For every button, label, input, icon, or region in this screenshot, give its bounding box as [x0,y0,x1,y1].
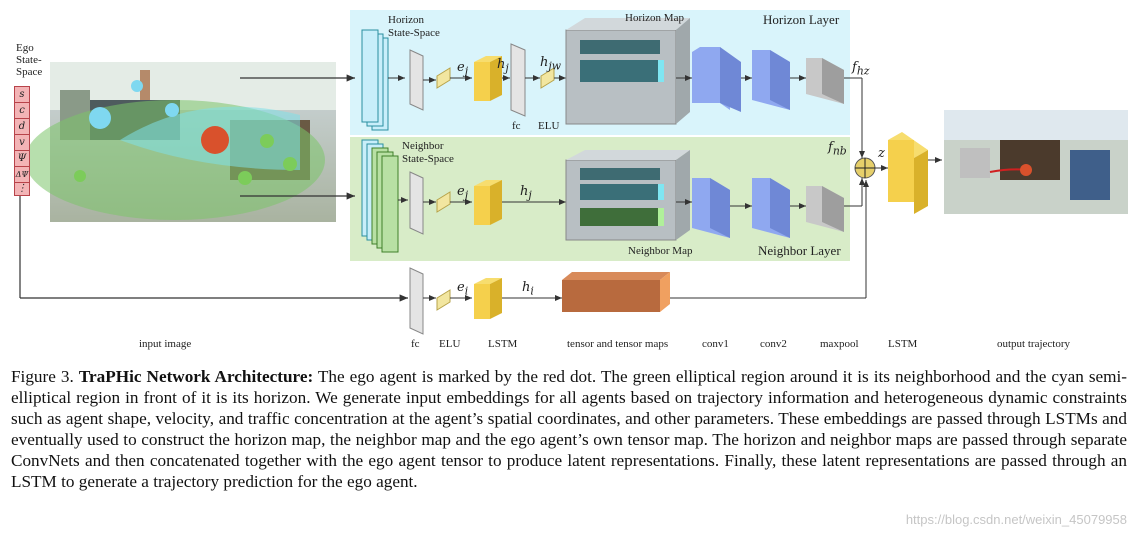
architecture-diagram: Ego State- Space s c d v Ψ ΔΨ ⋮ Horizon … [14,10,1128,350]
label-lstm-1: LSTM [488,338,518,350]
symbol-ej-horizon: ej [457,60,469,78]
horizon-map-label: Horizon Map [625,12,684,24]
label-fc: fc [411,338,420,350]
symbol-ej-neighbor: ej [457,184,469,202]
neighbor-layer-label: Neighbor Layer [758,243,841,258]
symbol-hi: hi [522,280,534,298]
neighbor-map-label: Neighbor Map [628,245,693,257]
ego-elu [436,289,451,311]
ego-fc [409,267,424,335]
neighbor-maxpool [806,186,844,232]
symbol-fnb: fnb [828,140,847,158]
ego-agent-dot [201,126,229,154]
symbol-z: z [878,146,885,161]
ego-state-space-label: Ego State- Space [16,42,43,78]
neighbor-conv2 [752,178,790,238]
horizon-maxpool [806,58,844,104]
label-lstm-2: LSTM [888,338,918,350]
label-elu-inline: ELU [538,120,560,132]
label-fc-inline: fc [512,120,521,132]
watermark: https://blog.csdn.net/weixin_45079958 [905,512,1127,527]
label-output-trajectory: output trajectory [997,338,1071,350]
label-elu: ELU [439,338,461,350]
state-var-psi: Ψ [14,150,30,168]
diagram-canvas [19,10,1128,335]
symbol-fhz: fhz [852,60,870,78]
neighbor-state-space-stack [361,139,399,253]
label-conv2: conv2 [760,338,787,350]
state-var-s: s [14,86,30,104]
horizon-layer-label: Horizon Layer [763,12,840,27]
horizon-fc-2 [510,43,526,117]
output-image [944,110,1128,214]
horizon-state-space-stack [361,29,389,131]
ego-lstm [474,278,502,319]
neighbor-conv1 [692,178,730,238]
caption-title: TraPHic Network Architecture: [78,367,314,386]
horizon-lstm [474,56,502,101]
final-lstm [888,132,928,214]
label-input-image: input image [139,338,192,350]
horizon-elu-2 [540,67,555,89]
neighbor-fc [409,171,424,235]
horizon-elu-1 [436,67,451,89]
input-image [25,62,336,222]
symbol-hj-neighbor: hj [520,184,532,202]
horizon-state-space-label: Horizon State-Space [388,14,440,39]
symbol-ei: ei [457,280,469,298]
symbol-hjw: hjw [540,55,562,73]
label-tensor-maps: tensor and tensor maps [567,338,669,350]
neighbor-elu [436,191,451,213]
label-conv1: conv1 [702,338,729,350]
horizon-conv2 [752,50,790,110]
concat-node [854,157,876,179]
horizon-map-block [565,18,690,125]
symbol-hj-horizon: hj [497,57,509,75]
ego-tensor-block [562,272,670,312]
caption-body: The ego agent is marked by the red dot. … [11,367,1127,491]
neighbor-state-space-label: Neighbor State-Space [402,140,454,165]
horizon-conv1 [692,47,741,112]
label-maxpool: maxpool [820,338,859,350]
state-var-more: ⋮ [14,182,30,196]
horizon-fc-1 [409,49,424,111]
figure-caption: Figure 3. TraPHic Network Architecture: … [11,366,1127,492]
caption-figure-number: Figure 3. [11,367,74,386]
neighbor-lstm [474,180,502,225]
neighbor-map-block [565,150,690,241]
